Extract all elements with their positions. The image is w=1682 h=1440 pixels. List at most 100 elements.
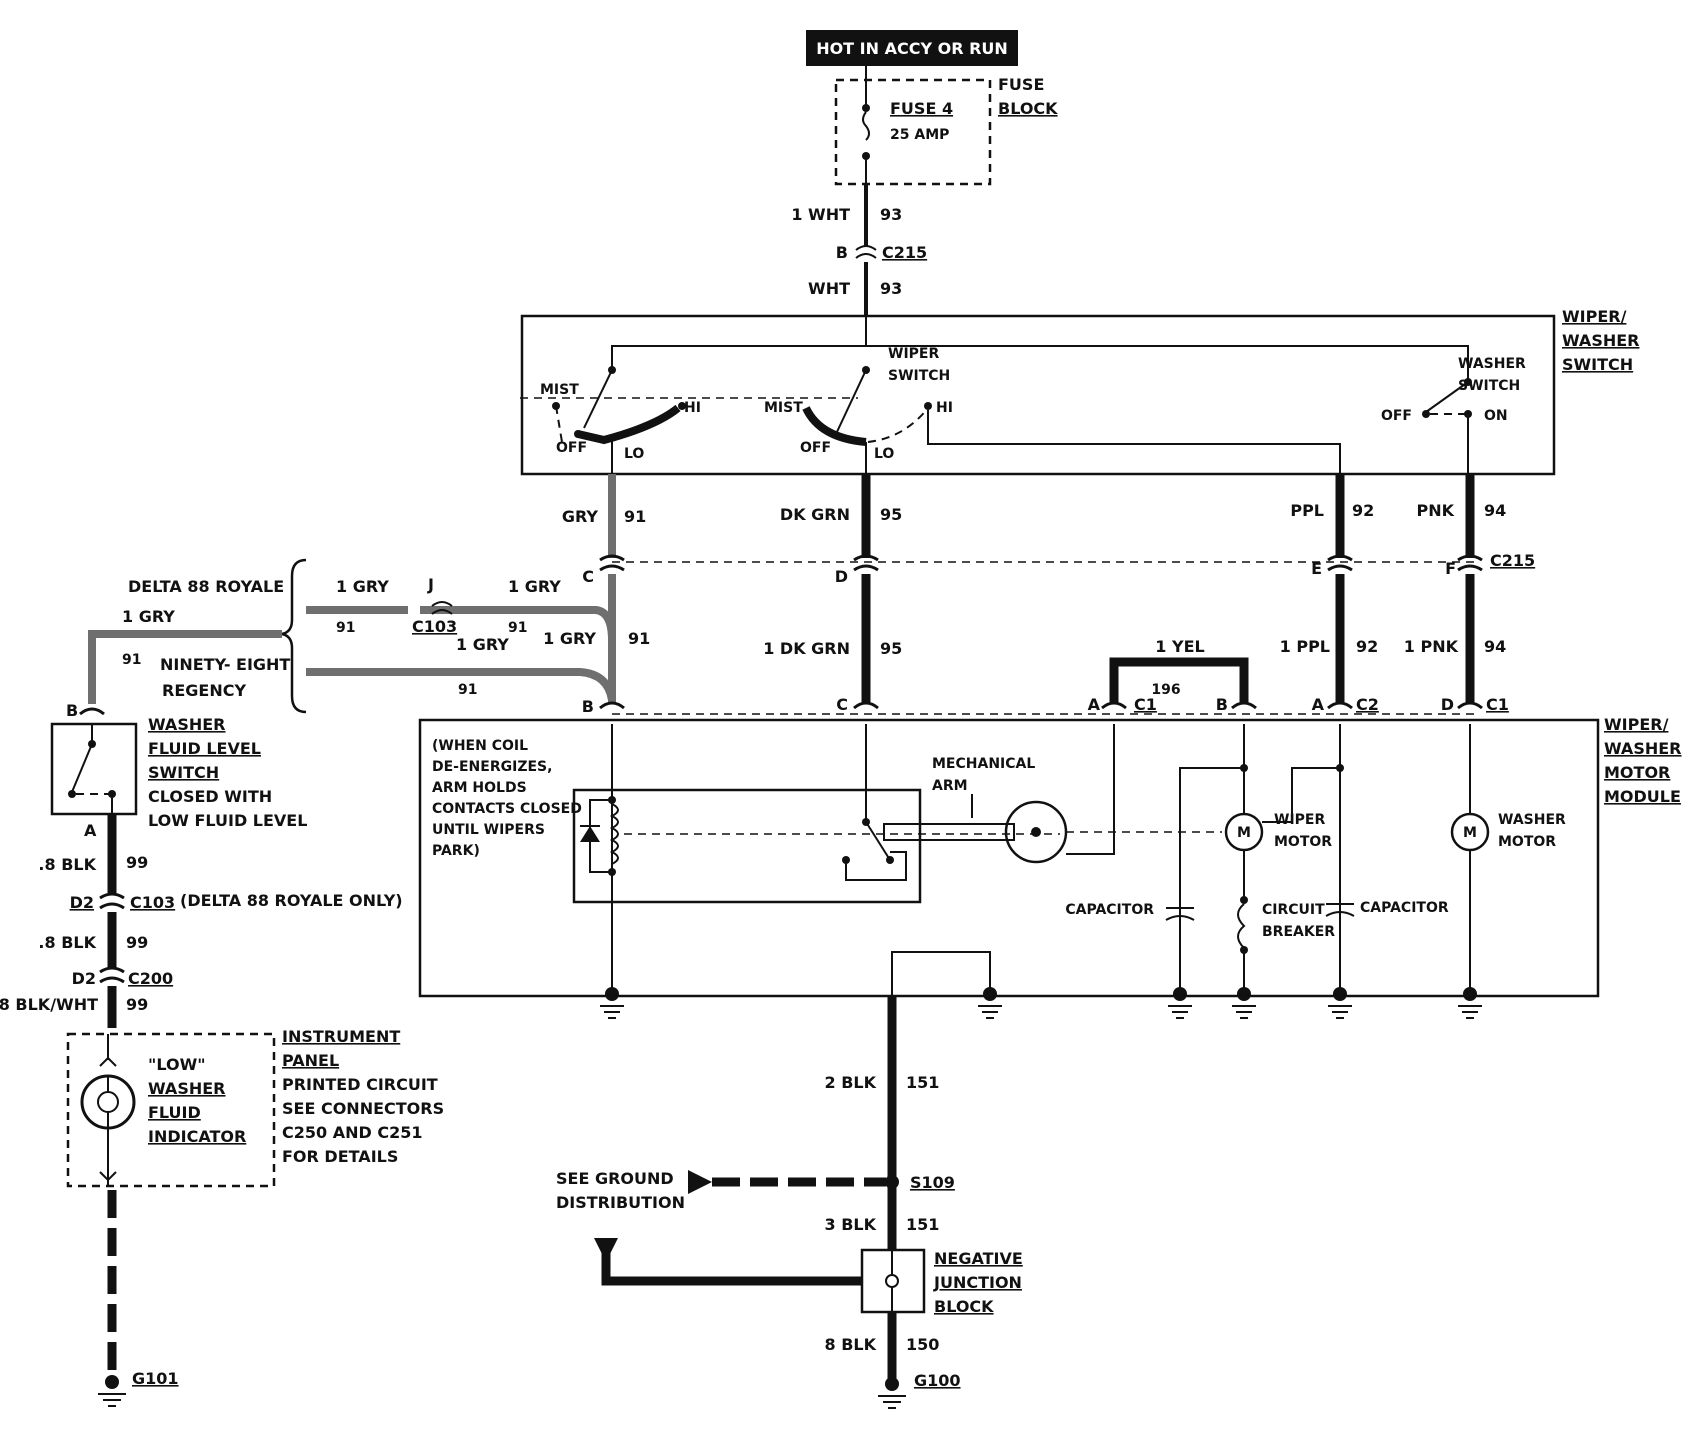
mid-pnk-wire: 1 PNK xyxy=(1404,637,1459,656)
junction-arrow-icon xyxy=(594,1238,618,1262)
coil-note-2: DE-ENERGIZES, xyxy=(432,759,552,775)
ground-circuit-main: 151 xyxy=(906,1073,939,1092)
output-color-gry: GRY xyxy=(562,507,599,526)
feed-wire-color-1: 1 WHT xyxy=(791,205,850,224)
output-circuit-92: 92 xyxy=(1352,501,1374,520)
output-circuit-94: 94 xyxy=(1484,501,1506,520)
mechanical-arm xyxy=(883,823,1015,841)
variant-c103: C103 xyxy=(412,617,457,636)
feed-circuit-2: 93 xyxy=(880,279,902,298)
panel-note-3: PRINTED CIRCUIT xyxy=(282,1075,438,1094)
c215-label: C215 xyxy=(1490,551,1535,570)
module-c1-right: C1 xyxy=(1486,695,1509,714)
module-title-1: WIPER/ xyxy=(1604,715,1669,734)
switch-output-wires: GRY 91 DK GRN 95 PPL 92 PNK 94 xyxy=(562,474,1506,558)
circuit-breaker-icon xyxy=(1237,903,1246,949)
relay-coil xyxy=(609,803,619,865)
fuse-symbol xyxy=(862,111,870,141)
coil-note-4: CONTACTS CLOSED xyxy=(432,801,582,817)
indicator-name-4: INDICATOR xyxy=(148,1127,246,1146)
washer-switch-label-2: SWITCH xyxy=(1458,378,1520,394)
output-color-pnk: PNK xyxy=(1416,501,1454,520)
module-ground-icons xyxy=(600,987,1482,1019)
mid-hi-label: HI xyxy=(936,400,953,416)
module-pin-a-c1: A xyxy=(1088,695,1101,714)
connector-c215: C D E F C215 xyxy=(582,551,1535,586)
variant-ninety-1: NINETY- EIGHT xyxy=(160,655,290,674)
wiper-motor-label-2: MOTOR xyxy=(1274,834,1332,850)
model-variants: DELTA 88 ROYALE NINETY- EIGHT REGENCY 1 … xyxy=(88,558,561,714)
g101-ground-icon xyxy=(98,1393,126,1407)
left-wire-1: .8 BLK xyxy=(38,855,96,874)
module-title-3: MOTOR xyxy=(1604,763,1670,782)
left-c200: C200 xyxy=(128,969,173,988)
panel-note-5: C250 AND C251 xyxy=(282,1123,422,1142)
module-c2: C2 xyxy=(1356,695,1379,714)
ground-circuit-8blk: 150 xyxy=(906,1335,939,1354)
panel-note-2: PANEL xyxy=(282,1051,339,1070)
mid-mist-label: MIST xyxy=(764,400,803,416)
left-circuit-3: 99 xyxy=(126,995,148,1014)
module-c1-left: C1 xyxy=(1134,695,1157,714)
mid-gry-wire: 1 GRY xyxy=(543,629,596,648)
fluid-switch-pin-a: A xyxy=(84,821,97,840)
fluid-switch-title-1: WASHER xyxy=(148,715,225,734)
washer-motor-label-1: WASHER xyxy=(1498,812,1566,828)
module-title-2: WASHER xyxy=(1604,739,1681,758)
module-pin-a-c2: A xyxy=(1312,695,1325,714)
output-circuit-91: 91 xyxy=(624,507,646,526)
mid-yel-wire: 1 YEL xyxy=(1155,637,1204,656)
indicator-name-2: WASHER xyxy=(148,1079,225,1098)
see-ground-2: DISTRIBUTION xyxy=(556,1193,685,1212)
wiper-motor-symbol: M xyxy=(1237,825,1251,841)
ground-circuit-3blk: 151 xyxy=(906,1215,939,1234)
fuse-block-title-2: BLOCK xyxy=(998,99,1058,118)
module-connectors: B C A C1 B A C2 D C1 xyxy=(582,695,1509,716)
capacitor-left-label: CAPACITOR xyxy=(1065,902,1154,918)
fluid-switch-title-2: FLUID LEVEL xyxy=(148,739,261,758)
mid-off-label: OFF xyxy=(800,440,831,456)
output-color-dkgrn: DK GRN xyxy=(780,505,850,524)
variant-ninety-2: REGENCY xyxy=(162,681,246,700)
ground-distribution-arrow-icon xyxy=(688,1170,712,1194)
switch-title-3: SWITCH xyxy=(1562,355,1633,374)
circuit-breaker-label-1: CIRCUIT xyxy=(1262,902,1325,918)
left-d2-a: D2 xyxy=(70,893,94,912)
left-c103-note: (DELTA 88 ROYALE ONLY) xyxy=(180,891,403,910)
left-circuit-2: 99 xyxy=(126,933,148,952)
wiper-washer-switch: WIPER/ WASHER SWITCH MIST OFF LO HI MIST… xyxy=(520,307,1639,476)
mid-gry-circuit: 91 xyxy=(628,629,650,648)
washer-off-label: OFF xyxy=(1381,408,1412,424)
ground-wire-3blk: 3 BLK xyxy=(825,1215,877,1234)
main-ground: 2 BLK 151 S109 SEE GROUND DISTRIBUTION 3… xyxy=(556,996,1023,1409)
left-wire-2: .8 BLK xyxy=(38,933,96,952)
left-d2-b: D2 xyxy=(72,969,96,988)
c215-pin-f: F xyxy=(1445,559,1456,578)
left-off-label: OFF xyxy=(556,440,587,456)
feed-circuit-1: 93 xyxy=(880,205,902,224)
left-mist-label: MIST xyxy=(540,382,579,398)
left-lo-label: LO xyxy=(624,446,644,462)
mech-arm-label-1: MECHANICAL xyxy=(932,756,1035,772)
capacitor-right-icon xyxy=(1325,911,1355,917)
panel-note-1: INSTRUMENT xyxy=(282,1027,400,1046)
wiper-switch-label-1: WIPER xyxy=(888,346,939,362)
switch-title-1: WIPER/ xyxy=(1562,307,1627,326)
washer-fluid-level-switch: B WASHER FLUID LEVEL SWITCH CLOSED WITH … xyxy=(50,701,307,840)
diode-icon xyxy=(580,826,600,842)
variant-gry-a: 1 GRY xyxy=(336,577,389,596)
fluid-switch-note-2: LOW FLUID LEVEL xyxy=(148,811,307,830)
washer-switch-label-1: WASHER xyxy=(1458,356,1526,372)
s109-label: S109 xyxy=(910,1173,955,1192)
left-wire-3: .8 BLK/WHT xyxy=(0,995,98,1014)
mid-wires: 1 GRY 91 1 DK GRN 95 1 YEL 196 1 PPL 92 … xyxy=(306,574,1506,704)
power-banner: HOT IN ACCY OR RUN xyxy=(806,30,1018,66)
output-color-ppl: PPL xyxy=(1290,501,1324,520)
ground-wire-8blk: 8 BLK xyxy=(825,1335,877,1354)
left-c103: C103 xyxy=(130,893,175,912)
output-circuit-95: 95 xyxy=(880,505,902,524)
capacitor-right-label: CAPACITOR xyxy=(1360,900,1449,916)
left-hi-label: HI xyxy=(684,400,701,416)
coil-note-3: ARM HOLDS xyxy=(432,780,527,796)
c215-pin-c: C xyxy=(582,567,594,586)
